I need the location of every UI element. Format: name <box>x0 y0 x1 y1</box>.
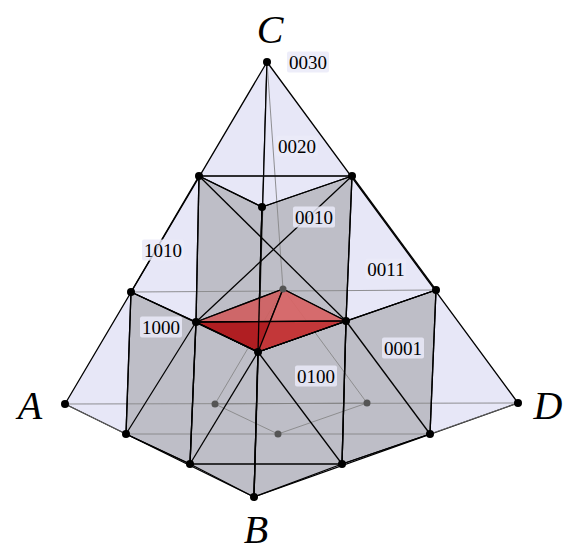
vertex-label: A <box>18 386 42 426</box>
coordinate-label: 0030 <box>287 52 329 73</box>
vertex-label: D <box>534 386 563 426</box>
coordinate-label: 0020 <box>276 136 318 157</box>
coordinate-label: 0001 <box>382 338 424 359</box>
coordinate-label: 1010 <box>142 240 184 261</box>
vertex-label: C <box>257 10 284 50</box>
coordinate-label: 0010 <box>293 207 335 228</box>
vertex-label: B <box>244 510 268 550</box>
coordinate-label: 0100 <box>295 366 337 387</box>
coordinate-label: 1000 <box>140 317 182 338</box>
coordinate-label: 0011 <box>365 259 406 280</box>
